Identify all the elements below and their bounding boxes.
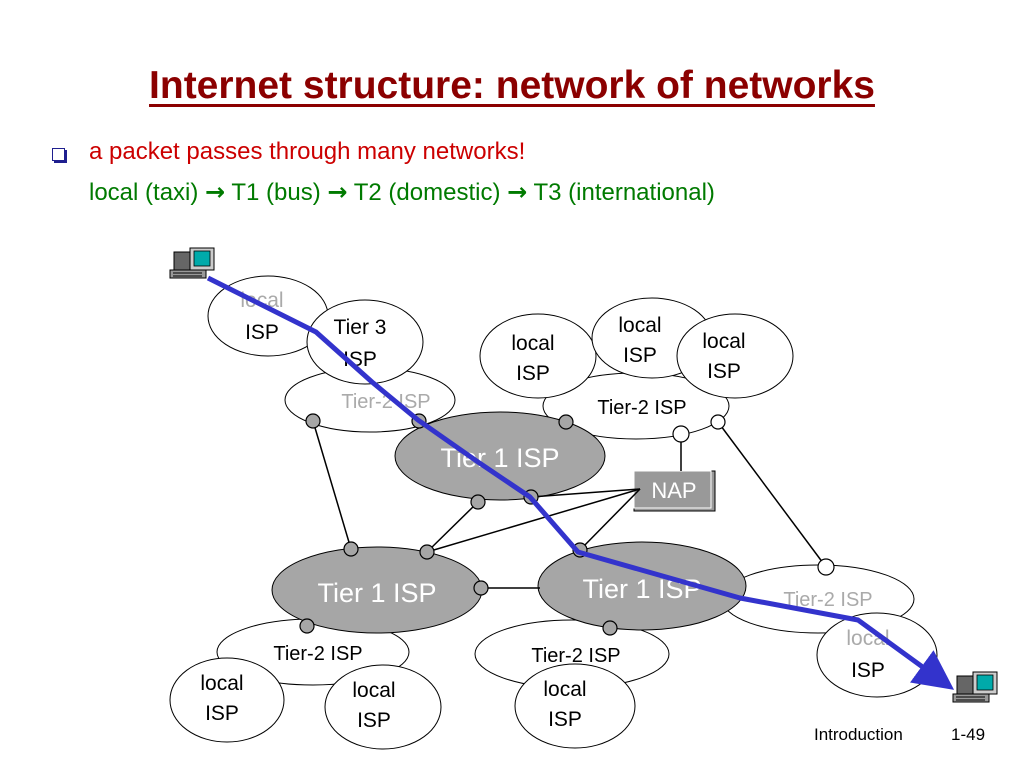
- footer-section: Introduction: [814, 725, 903, 744]
- tier2-label-bottommid: Tier-2 ISP: [531, 645, 620, 667]
- local-isp-label-3-line2: ISP: [623, 344, 657, 367]
- router-node: [343, 541, 359, 557]
- local-isp-label-1-line2: ISP: [245, 321, 279, 344]
- local-isp-oval-8: [514, 663, 636, 749]
- local-isp-label-7-line1: local: [352, 679, 395, 702]
- arrow-icon: →: [507, 178, 528, 206]
- local-isp-label-2-line2: ISP: [516, 362, 550, 385]
- router-node: [817, 558, 835, 576]
- local-isp-label-6-line1: local: [200, 672, 243, 695]
- path-t2: T2 (domestic): [353, 179, 501, 206]
- local-isp-label-8-line1: local: [543, 678, 586, 701]
- path-t3: T3 (international): [533, 179, 715, 206]
- path-local: local (taxi): [89, 179, 199, 206]
- local-isp-label-3-line1: local: [618, 314, 661, 337]
- local-isp-label-2-line1: local: [511, 332, 554, 355]
- router-node: [602, 620, 618, 636]
- router-node: [419, 544, 435, 560]
- router-node: [710, 414, 726, 430]
- local-isp-oval-2: [479, 313, 597, 399]
- local-isp-label-8-line2: ISP: [548, 708, 582, 731]
- tier2-label-bottomleft: Tier-2 ISP: [273, 643, 362, 665]
- local-isp-oval-5: [816, 612, 938, 698]
- tier3-label-line1: Tier 3: [334, 316, 387, 339]
- bullet-text: a packet passes through many networks!: [89, 138, 526, 165]
- tier1-label-left: Tier 1 ISP: [317, 578, 436, 608]
- nap-label: NAP: [651, 478, 696, 503]
- local-isp-label-4-line1: local: [702, 330, 745, 353]
- tier1-oval-top: [394, 411, 606, 501]
- router-node: [305, 413, 321, 429]
- router-node: [299, 618, 315, 634]
- connection-lines: [312, 420, 827, 589]
- nap-box-inner: [633, 470, 712, 509]
- packet-route: [206, 275, 955, 690]
- path-t1: T1 (bus): [231, 179, 321, 206]
- local-isp-label-4-line2: ISP: [707, 360, 741, 383]
- local-isp-label-5-line2: ISP: [851, 659, 885, 682]
- arrow-icon: →: [205, 178, 226, 206]
- path-description: local (taxi) → T1 (bus) → T2 (domestic) …: [89, 178, 715, 207]
- local-isp-oval-7: [324, 664, 442, 750]
- arrow-icon: →: [327, 178, 348, 206]
- tier1-oval-right: [537, 541, 747, 631]
- router-node: [558, 414, 574, 430]
- tier3-isp-oval: [306, 299, 424, 385]
- local-isp-oval-6: [169, 657, 285, 743]
- page-title: Internet structure: network of networks: [149, 64, 875, 107]
- computer-icon: [952, 671, 998, 703]
- local-isp-oval-4: [676, 313, 794, 399]
- bullet-square-icon: [52, 148, 65, 161]
- local-isp-label-6-line2: ISP: [205, 702, 239, 725]
- router-node: [672, 425, 690, 443]
- tier2-label-left: Tier-2 ISP: [341, 391, 430, 413]
- tier2-label-right: Tier-2 ISP: [783, 589, 872, 611]
- tier1-label-right: Tier 1 ISP: [582, 574, 701, 604]
- router-node: [470, 494, 486, 510]
- tier2-label-topright: Tier-2 ISP: [597, 397, 686, 419]
- footer-page-number: 1-49: [951, 725, 986, 744]
- computer-icon: [169, 247, 215, 279]
- router-node: [473, 580, 489, 596]
- local-isp-label-7-line2: ISP: [357, 709, 391, 732]
- local-isp-label-1-line1: local: [240, 289, 283, 312]
